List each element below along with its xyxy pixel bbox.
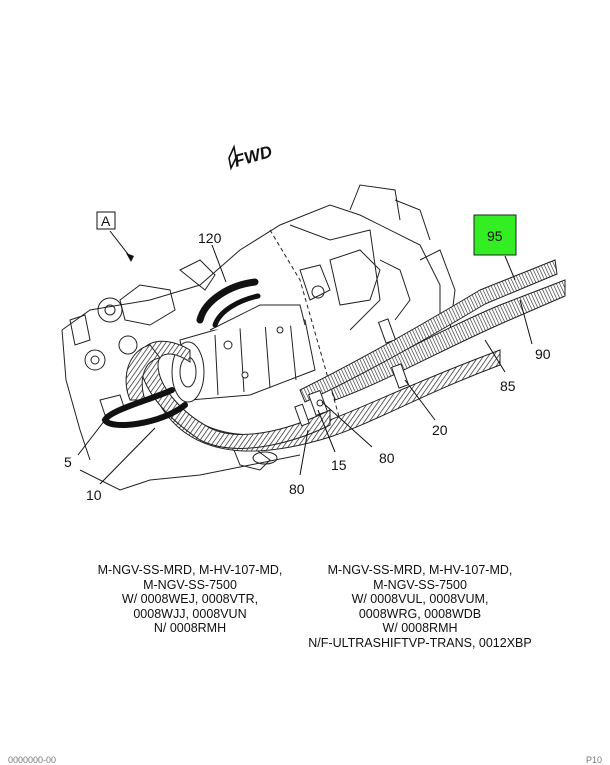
engine-block [61, 184, 456, 491]
starter-motor [171, 304, 316, 403]
clamp-upper [377, 318, 397, 344]
caption-line: M-NGV-SS-7500 [373, 577, 467, 592]
callout-10: 10 [86, 487, 102, 503]
view-a-label: A [101, 213, 111, 229]
view-a-box [96, 211, 116, 230]
callout-20: 20 [432, 422, 448, 438]
caption-line: N/ 0008RMH [153, 621, 227, 636]
forward-label: FWD [232, 142, 274, 171]
callout-80-right: 80 [379, 450, 395, 466]
caption-line: M-NGV-SS-MRD, M-HV-107-MD, [97, 563, 283, 577]
callout-120: 120 [198, 230, 222, 246]
highlight-box-95 [473, 214, 517, 256]
footer-drawing-number: 0000000-00 [8, 755, 57, 765]
clamp-20 [390, 363, 410, 389]
callout-15: 15 [331, 457, 347, 473]
harness-95 [299, 259, 558, 403]
callout-90: 90 [535, 346, 551, 362]
caption-line: W/ 0008RMH [382, 621, 458, 636]
caption-line: M-NGV-SS-7500 [143, 577, 237, 592]
forward-direction-indicator: FWD [228, 142, 274, 171]
caption-line: 0008WRG, 0008WDB [358, 606, 482, 621]
harness-bundles [125, 259, 566, 452]
cable-120 [196, 278, 259, 324]
forward-arrow-icon [228, 144, 237, 171]
callout-85: 85 [500, 378, 516, 394]
clamp-80 [294, 403, 310, 427]
caption-line: N/F-ULTRASHIFTVP-TRANS, 0012XBP [308, 635, 532, 650]
leader-lines [77, 244, 533, 485]
caption-line: W/ 0008VUL, 0008VUM, [351, 592, 489, 607]
caption-right: M-NGV-SS-MRD, M-HV-107-MD, M-NGV-SS-7500… [300, 563, 540, 651]
view-a-marker: A [96, 211, 134, 262]
callout-95: 95 [487, 228, 503, 244]
callout-labels: 120 95 90 85 20 80 15 80 5 10 [64, 228, 551, 503]
caption-line: M-NGV-SS-MRD, M-HV-107-MD, [327, 563, 513, 577]
callout-5: 5 [64, 454, 72, 470]
footer-page-ref: P10 [585, 755, 602, 765]
callout-80-left: 80 [289, 481, 305, 497]
arrow-down-right-icon [126, 253, 134, 262]
clamps [294, 318, 410, 427]
caption-line: W/ 0008WEJ, 0008VTR, [121, 592, 259, 607]
caption-line: 0008WJJ, 0008VUN [133, 606, 247, 621]
caption-left: M-NGV-SS-MRD, M-HV-107-MD, M-NGV-SS-7500… [90, 563, 290, 636]
